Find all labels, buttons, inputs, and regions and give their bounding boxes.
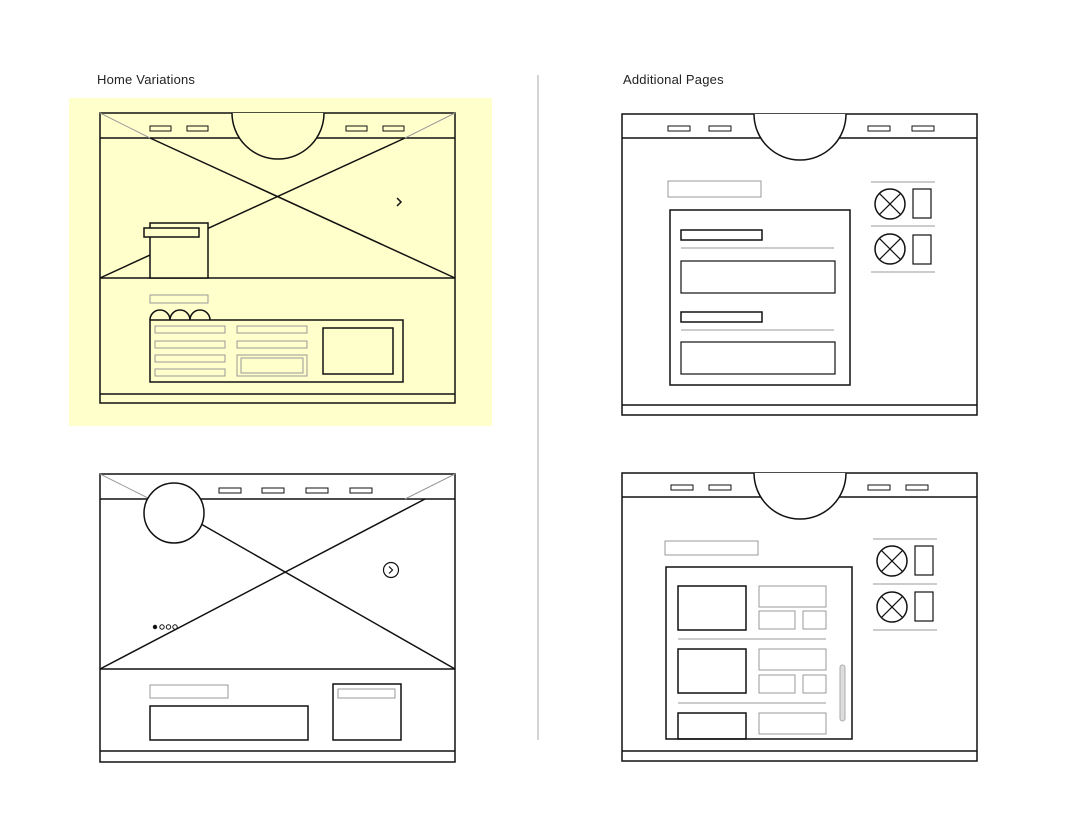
scrollbar-icon[interactable] [839,664,846,722]
frame-outline [99,473,456,763]
wireframe-home-variation-1[interactable] [69,98,492,426]
logo-circle [231,112,325,160]
listing-items [677,585,827,740]
logo-circle [143,482,205,544]
logo-circle [753,472,847,520]
form-panel [669,209,851,386]
section-title-placeholder [149,294,209,304]
side-card [332,683,402,741]
page-title-placeholder [664,540,759,556]
form-label [680,229,763,241]
chevron-right-icon[interactable] [396,197,403,207]
form-field[interactable] [680,341,836,375]
wireframe-home-variation-2[interactable] [99,473,456,763]
wireframe-additional-page-2[interactable] [621,472,978,762]
tab-bumps [149,309,211,321]
nav-items [149,125,405,132]
carousel-dots-icon[interactable] [152,624,178,630]
nav-items [670,484,929,491]
content-image-box [322,327,394,375]
listing-panel [665,566,853,740]
thumbnail-placeholder-icon [873,538,937,631]
form-label [680,311,763,323]
content-block [149,705,309,741]
image-placeholder-icon [99,498,456,670]
heading-additional-pages: Additional Pages [623,72,724,87]
side-card-title [337,688,396,699]
wireframe-additional-page-1[interactable] [621,113,978,416]
callout-title-bar [143,227,200,238]
logo-circle [753,113,847,161]
form-field[interactable] [680,260,836,294]
content-panel [149,319,404,383]
section-title-placeholder [149,684,229,699]
thumbnail-placeholder-icon [871,181,935,273]
chevron-circle-right-icon[interactable] [382,561,400,579]
nav-items [667,125,935,132]
heading-home-variations: Home Variations [97,72,196,87]
nav-items [218,487,373,494]
content-lines [154,325,308,377]
page-title-placeholder [667,180,762,198]
